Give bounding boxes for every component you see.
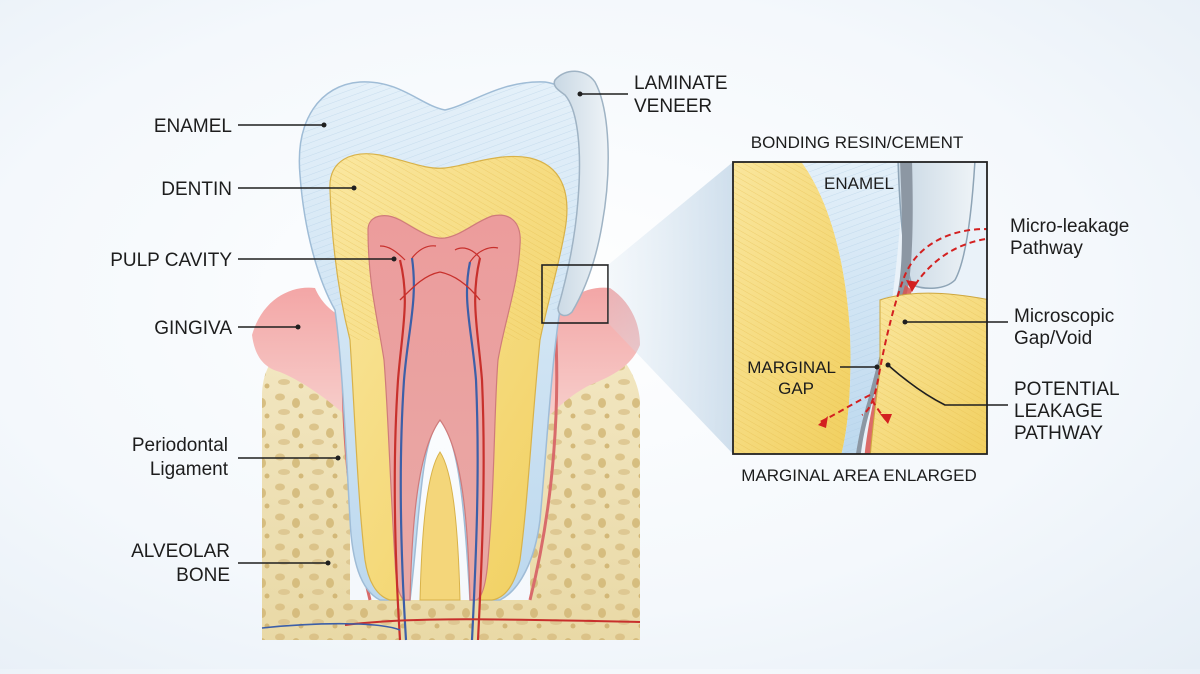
label-potential-leakage-line3: PATHWAY [1014,423,1103,444]
label-alveolar-line1: ALVEOLAR [131,541,230,562]
inset-caption: MARGINAL AREA ENLARGED [741,466,977,485]
label-potential-leakage-line2: LEAKAGE [1014,401,1103,422]
inset-title: BONDING RESIN/CEMENT [751,133,964,152]
label-microscopic-gap-line1: Microscopic [1014,306,1114,327]
label-veneer-line1: LAMINATE [634,73,728,94]
inset-label-enamel: ENAMEL [824,174,894,193]
label-dentin: DENTIN [161,179,232,200]
label-gingiva: GINGIVA [154,318,232,339]
label-micro-leakage-line2: Pathway [1010,238,1083,259]
gingiva-shape [252,287,350,420]
label-microscopic-gap-line2: Gap/Void [1014,328,1092,349]
inset-label-marginal-line1: MARGINAL [747,358,836,377]
nerves-vessels [261,245,641,641]
label-potential-leakage-line1: POTENTIAL [1014,379,1120,400]
label-periodontal-line2: Ligament [150,459,229,480]
laminate-veneer-shape [553,70,609,317]
tooth-illustration [252,70,641,641]
label-micro-leakage-line1: Micro-leakage [1010,216,1129,237]
magnified-inset [732,161,988,455]
label-veneer-line2: VENEER [634,96,712,117]
label-enamel: ENAMEL [154,116,232,137]
label-pulp-cavity: PULP CAVITY [110,250,232,271]
label-periodontal-line1: Periodontal [132,435,228,456]
zoom-cone [608,162,733,454]
label-alveolar-line2: BONE [176,565,230,586]
inset-label-marginal-line2: GAP [778,379,814,398]
